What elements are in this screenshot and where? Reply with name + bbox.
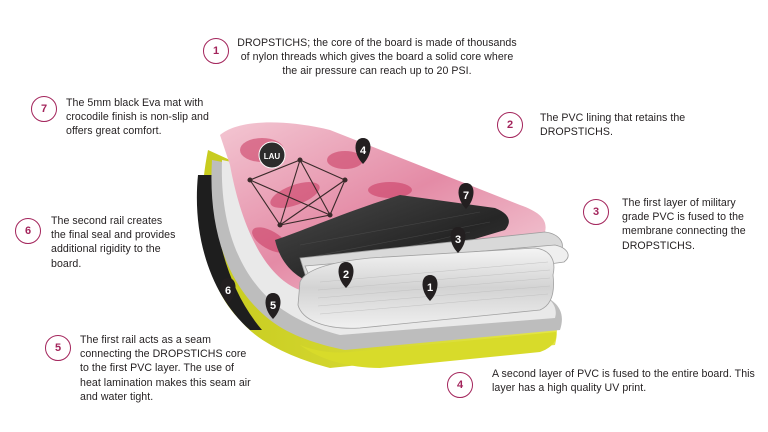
pin-5: 5 (265, 293, 281, 319)
svg-text:5: 5 (270, 300, 276, 312)
callout-number-3: 3 (583, 199, 609, 225)
callout-text-3: The first layer of military grade PVC is… (622, 197, 746, 252)
pin-3: 3 (450, 227, 466, 253)
svg-text:4: 4 (360, 145, 367, 157)
callout-number-2: 2 (497, 112, 523, 138)
callout-number-1: 1 (203, 38, 229, 64)
pin-2: 2 (338, 262, 354, 288)
callout-text-7: The 5mm black Eva mat with crocodile fin… (66, 97, 209, 138)
pin-7: 7 (458, 183, 474, 209)
callout-number-7: 7 (31, 96, 57, 122)
bottom-yellow-strip (300, 332, 557, 368)
svg-text:2: 2 (343, 269, 349, 281)
black-rail (196, 175, 262, 330)
pin-1: 1 (422, 275, 438, 301)
pin-markers: 1 2 3 4 5 6 7 (220, 138, 474, 319)
logo-text: LAU (264, 152, 281, 161)
callout-number-6: 6 (15, 218, 41, 244)
callout-text-5: The first rail acts as a seam connecting… (80, 334, 251, 403)
svg-text:7: 7 (463, 190, 469, 202)
svg-text:6: 6 (225, 285, 231, 297)
bungee-cords (247, 157, 348, 228)
callout-number-5: 5 (45, 335, 71, 361)
pin-4: 4 (355, 138, 371, 164)
callout-text-4: A second layer of PVC is fused to the en… (492, 368, 755, 395)
callout-text-6: The second rail creates the final seal a… (51, 215, 176, 270)
callout-text-1: DROPSTICHS; the core of the board is mad… (237, 37, 517, 78)
svg-text:3: 3 (455, 234, 461, 246)
logo-badge (258, 141, 286, 169)
callout-text-2: The PVC lining that retains the DROPSTIC… (540, 112, 686, 139)
pin-6: 6 (220, 278, 236, 304)
svg-text:1: 1 (427, 282, 433, 294)
callout-number-4: 4 (447, 372, 473, 398)
